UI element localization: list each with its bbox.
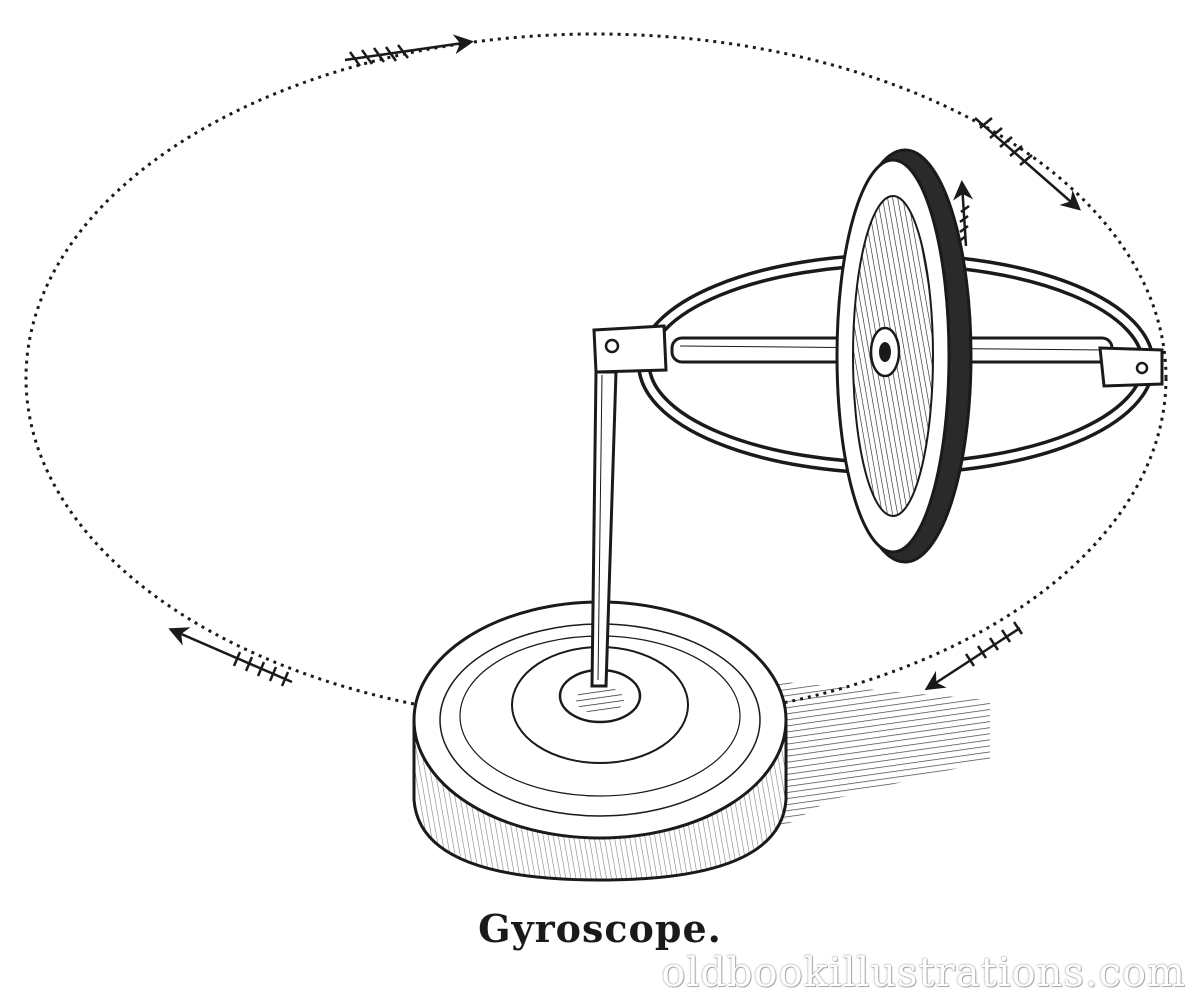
base-shadow <box>740 680 990 840</box>
rotor-wheel <box>835 148 973 564</box>
orbit-arrow-lower-right <box>924 621 1024 691</box>
orbit-arrow-lower-left <box>168 627 293 687</box>
pivot-left <box>592 324 668 374</box>
orbit-arrow-top <box>344 34 474 67</box>
watermark-text: oldbookillustrations.com <box>661 950 1186 996</box>
orbit-arrow-right <box>974 117 1082 211</box>
pivot-right <box>1098 346 1164 388</box>
caption: Gyroscope. <box>478 906 722 951</box>
spin-arrow <box>953 180 974 247</box>
